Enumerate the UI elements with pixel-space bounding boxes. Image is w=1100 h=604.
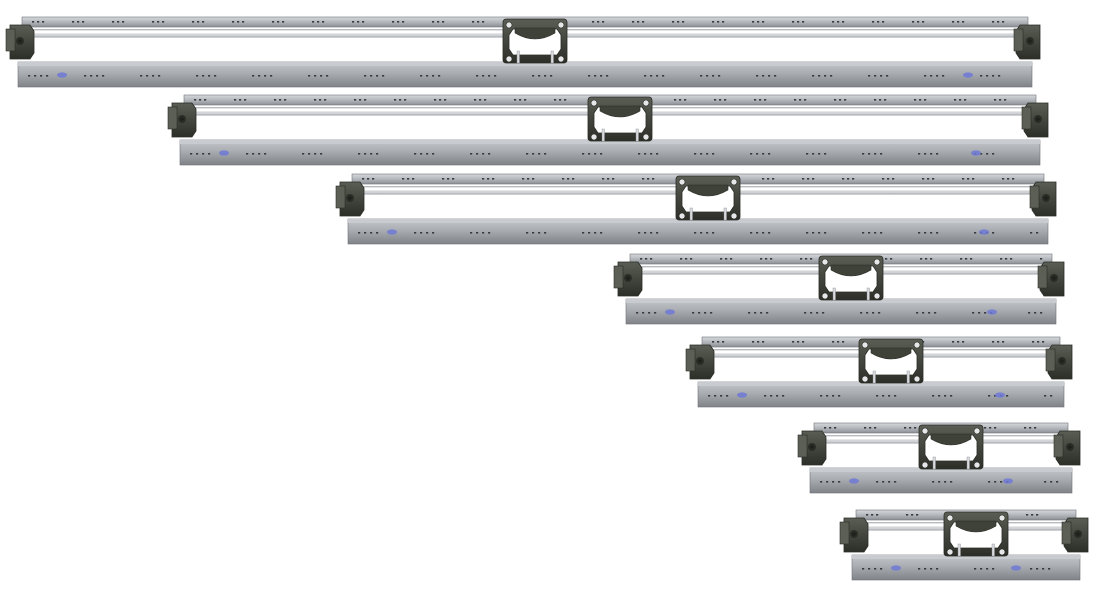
- conveyor-frame: [335, 173, 1057, 245]
- center-carriage: [675, 175, 741, 221]
- end-bracket-left: [685, 344, 715, 380]
- conveyor-frame: [839, 509, 1089, 581]
- bottom-rail-lip: [18, 62, 1032, 66]
- bottom-rail-lip: [626, 299, 1056, 303]
- brand-logo-mark: [737, 392, 747, 398]
- conveyor-frame: [5, 16, 1041, 88]
- end-bracket-right: [1013, 24, 1041, 60]
- bottom-rail-lip: [698, 382, 1064, 386]
- conveyor-frame: [167, 94, 1049, 166]
- end-bracket-right: [1029, 181, 1057, 217]
- center-carriage: [918, 424, 984, 470]
- end-bracket-right: [1061, 517, 1089, 553]
- center-carriage: [587, 96, 653, 142]
- brand-logo-mark: [849, 478, 859, 484]
- brand-logo-mark: [219, 150, 229, 156]
- bottom-rail-lip: [810, 468, 1072, 472]
- bottom-rail-lip: [348, 219, 1048, 223]
- end-bracket-left: [167, 102, 197, 138]
- brand-logo-mark: [987, 309, 997, 315]
- brand-logo-mark: [665, 309, 675, 315]
- bottom-rail: [347, 218, 1049, 245]
- center-carriage: [818, 255, 884, 301]
- brand-logo-mark: [963, 72, 973, 78]
- end-bracket-right: [1045, 344, 1073, 380]
- end-bracket-left: [5, 24, 35, 60]
- end-bracket-left: [839, 517, 869, 553]
- brand-logo-mark: [1011, 565, 1021, 571]
- center-carriage: [858, 338, 924, 384]
- conveyor-frame: [685, 336, 1073, 408]
- center-carriage: [943, 511, 1009, 557]
- brand-logo-mark: [979, 229, 989, 235]
- end-bracket-right: [1037, 261, 1065, 297]
- end-bracket-left: [797, 430, 827, 466]
- bottom-rail: [697, 381, 1065, 408]
- end-bracket-right: [1021, 102, 1049, 138]
- conveyor-frame: [797, 422, 1081, 494]
- bottom-rail: [851, 554, 1081, 581]
- brand-logo-mark: [971, 150, 981, 156]
- end-bracket-right: [1053, 430, 1081, 466]
- bottom-rail: [17, 61, 1033, 88]
- brand-logo-mark: [891, 565, 901, 571]
- end-bracket-left: [335, 181, 365, 217]
- frames-group: [5, 16, 1089, 581]
- brand-logo-mark: [387, 229, 397, 235]
- end-bracket-left: [613, 261, 643, 297]
- conveyor-frame: [613, 253, 1065, 325]
- bottom-rail-lip: [180, 140, 1040, 144]
- center-carriage: [502, 18, 568, 64]
- brand-logo-mark: [995, 392, 1005, 398]
- bottom-rail-lip: [852, 555, 1080, 559]
- brand-logo-mark: [57, 72, 67, 78]
- brand-logo-mark: [1003, 478, 1013, 484]
